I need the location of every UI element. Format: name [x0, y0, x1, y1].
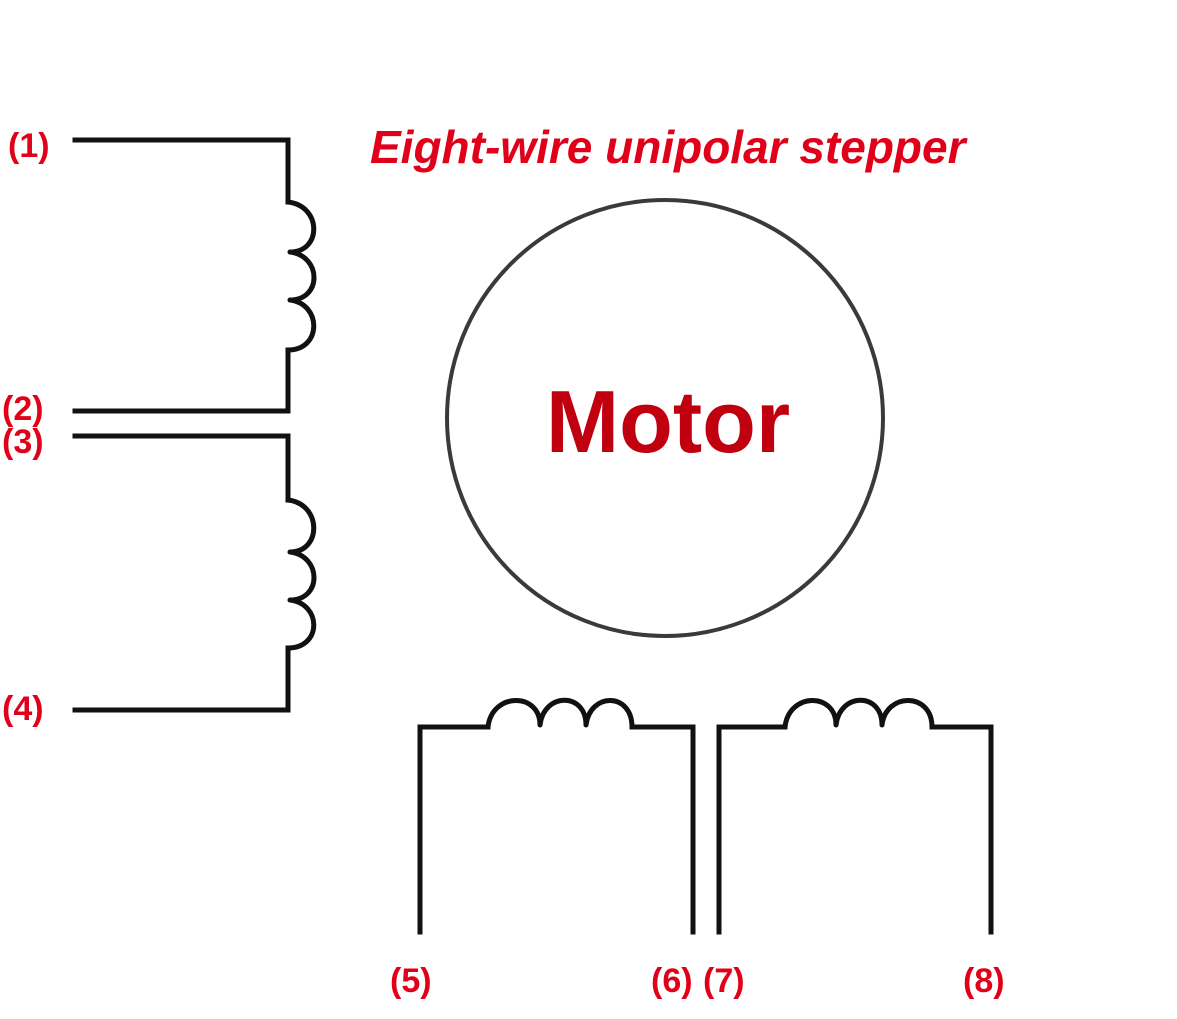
motor-label: Motor [546, 372, 790, 471]
terminal-label-1: (1) [8, 127, 50, 165]
terminal-label-5: (5) [390, 962, 432, 1000]
terminal-label-2: (2) [2, 390, 44, 428]
coil-1-2 [72, 137, 317, 414]
terminal-label-4: (4) [2, 690, 44, 728]
wire-4 [72, 645, 291, 713]
coil-winding-1-2 [285, 199, 317, 353]
wire-2 [72, 347, 291, 414]
wire-8 [929, 724, 994, 935]
coil-winding-7-8 [782, 697, 935, 730]
coil-3-4 [72, 433, 317, 713]
wire-1 [72, 137, 291, 205]
terminal-label-3: (3) [2, 423, 44, 461]
coil-winding-3-4 [285, 497, 317, 651]
terminal-label-7: (7) [703, 962, 745, 1000]
wire-3 [72, 433, 291, 503]
wire-6 [629, 724, 696, 935]
coil-5-6 [417, 697, 696, 935]
terminal-label-6: (6) [651, 962, 693, 1000]
coil-winding-5-6 [485, 697, 635, 730]
wire-7 [716, 724, 788, 935]
motor-circle [445, 198, 885, 638]
terminal-label-8: (8) [963, 962, 1005, 1000]
diagram-title: Eight-wire unipolar stepper [370, 121, 968, 173]
wire-5 [417, 724, 491, 935]
coil-7-8 [716, 697, 994, 935]
